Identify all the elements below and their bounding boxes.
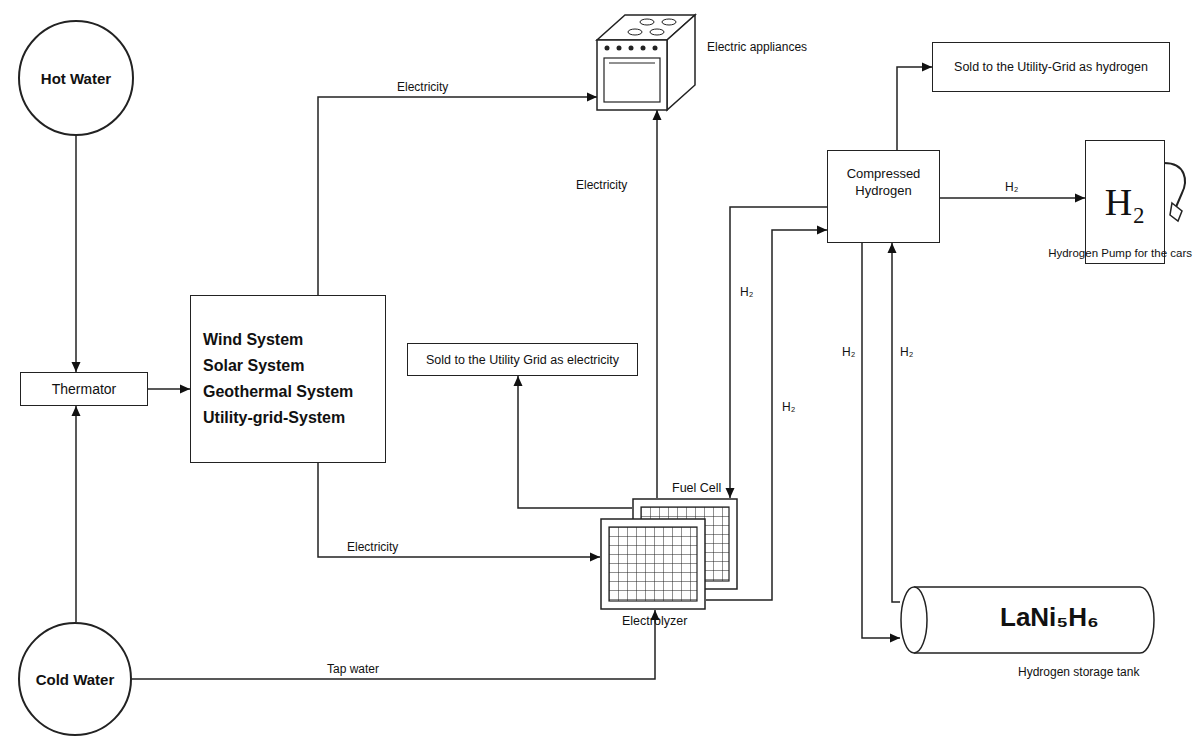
connector-line (318, 463, 600, 557)
storage-box: Compressed Hydrogen (827, 150, 940, 243)
node-label: H₂ (1105, 180, 1146, 224)
arrowhead (590, 553, 600, 562)
connector-line (940, 197, 1085, 199)
arrowhead (72, 362, 81, 372)
circle-node: Cold Water (18, 622, 132, 736)
edge-label: H₂ (840, 345, 857, 359)
hydrogen-pump: H₂Hydrogen Pump for the cars (1085, 140, 1165, 264)
arrowhead (514, 376, 523, 386)
flow-connector (514, 376, 633, 508)
edge-label: Electricity (574, 178, 629, 192)
process-box: Thermator (20, 372, 148, 406)
flow-connector (148, 385, 190, 394)
edge-label: H₂ (898, 345, 915, 359)
arrowhead (890, 634, 900, 643)
node-label: Cold Water (36, 671, 115, 688)
node-label: Solar System (203, 353, 304, 379)
node-caption: Hydrogen storage tank (1018, 665, 1139, 679)
flow-connector (318, 93, 597, 296)
connector-line (892, 243, 900, 602)
appliance-icon: Electric appliances (597, 10, 695, 110)
flow-connector (862, 243, 900, 643)
node-caption: LaNi₅H₆ (1000, 602, 1099, 633)
node-label: Utility-grid-System (203, 405, 345, 431)
arrowhead (180, 385, 190, 394)
node-label: Hot Water (41, 70, 111, 87)
node-caption: Electrolyzer (622, 614, 687, 628)
energy-source-box: Wind SystemSolar SystemGeothermal System… (190, 295, 386, 463)
connector-line (518, 376, 632, 508)
flow-connector (318, 463, 600, 562)
arrowhead (888, 243, 897, 253)
node-caption: Fuel Cell (672, 481, 721, 495)
flow-connector (132, 610, 660, 679)
flow-connector (897, 63, 932, 151)
connector-line (897, 67, 932, 150)
node-label: Sold to the Utility Grid as electricity (426, 353, 619, 367)
connector-line (656, 110, 658, 498)
node-caption: Hydrogen Pump for the cars (1048, 247, 1192, 259)
connector-line (75, 406, 77, 622)
connector-line (75, 136, 77, 372)
output-box: Sold to the Utility Grid as electricity (407, 343, 638, 376)
arrowhead (922, 63, 932, 72)
arrowhead (72, 406, 81, 416)
output-box: Sold to the Utility-Grid as hydrogen (932, 42, 1170, 92)
hydrogen-storage-tank: LaNi₅H₆Hydrogen storage tank (900, 585, 1155, 655)
node-label: Geothermal System (203, 379, 353, 405)
electrolyzer-stack-drawing (600, 518, 706, 610)
edge-label: H₂ (738, 285, 755, 299)
connector-line (318, 97, 597, 295)
arrowhead (587, 93, 597, 102)
arrowhead (817, 226, 827, 235)
flow-connector (72, 136, 81, 372)
flow-connector (72, 406, 81, 622)
node-label: Compressed Hydrogen (836, 165, 931, 199)
edge-label: H₂ (1003, 180, 1020, 194)
appliance-icon-drawing (597, 10, 695, 110)
arrowhead (726, 488, 735, 498)
node-caption: Electric appliances (707, 40, 807, 54)
connector-line (862, 243, 900, 638)
edge-label: Electricity (345, 540, 400, 554)
flow-connector (653, 110, 662, 498)
connector-line (132, 610, 655, 679)
node-label: Sold to the Utility-Grid as hydrogen (954, 60, 1148, 74)
arrowhead (1075, 194, 1085, 203)
flow-connector (940, 194, 1085, 203)
electrolyzer-stack: Electrolyzer (600, 518, 706, 610)
flow-connector (726, 207, 828, 498)
connector-line (730, 207, 827, 498)
edge-label: Tap water (325, 662, 381, 676)
flow-connector (888, 243, 901, 602)
edge-label: Electricity (395, 80, 450, 94)
node-label: Wind System (203, 327, 303, 353)
circle-node: Hot Water (18, 20, 134, 136)
edge-label: H₂ (780, 400, 797, 414)
node-label: Thermator (52, 381, 117, 397)
arrowhead (653, 110, 662, 120)
